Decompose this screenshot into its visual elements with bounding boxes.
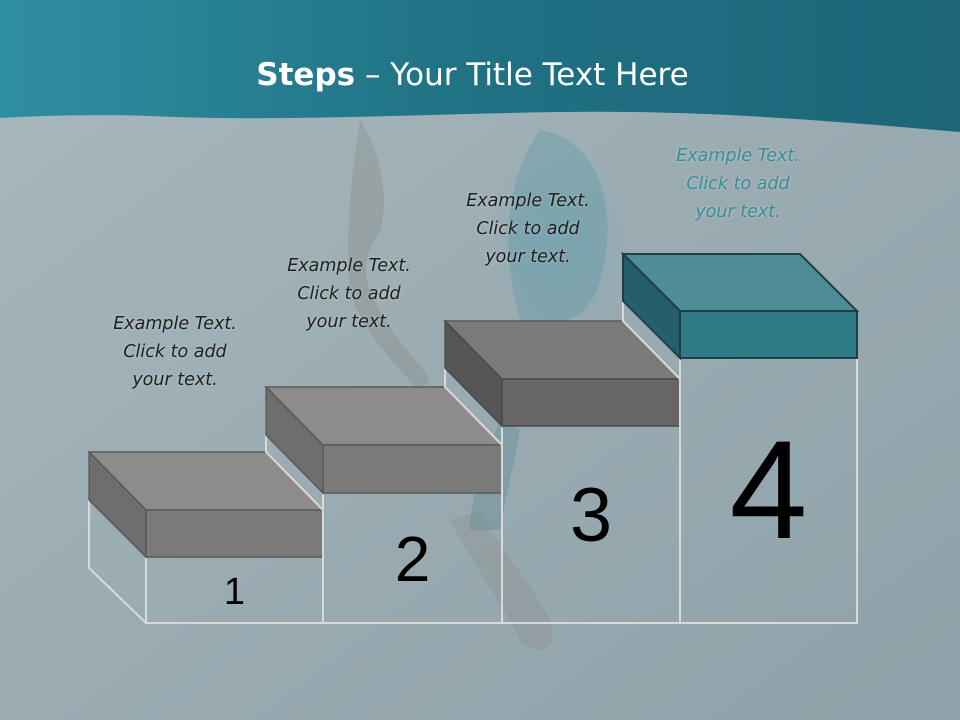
step-1-slab-front xyxy=(145,509,324,558)
step-1[interactable] xyxy=(87,449,325,626)
step-4[interactable] xyxy=(620,251,860,624)
step-2[interactable] xyxy=(264,384,504,624)
caption-line: Click to add xyxy=(686,174,790,194)
step-2-caption[interactable]: Example Text. Click to add your text. xyxy=(249,252,449,336)
background-figure xyxy=(348,120,630,651)
step-3-caption[interactable]: Example Text. Click to add your text. xyxy=(428,187,628,271)
caption-line: Example Text. xyxy=(287,256,411,276)
step-2-slab-front xyxy=(322,444,503,494)
caption-line: your text. xyxy=(132,370,218,390)
caption-line: your text. xyxy=(306,312,392,332)
caption-line: Example Text. xyxy=(113,314,237,334)
caption-line: Click to add xyxy=(297,284,401,304)
step-4-number: 4 xyxy=(729,411,808,568)
step-2-number: 2 xyxy=(394,523,431,595)
caption-line: Click to add xyxy=(476,219,580,239)
step-3-number: 3 xyxy=(569,473,613,558)
slide-title[interactable]: Steps – Your Title Text Here xyxy=(0,55,945,95)
caption-line: your text. xyxy=(485,247,571,267)
caption-line: Click to add xyxy=(123,342,227,362)
step-4-caption[interactable]: Example Text. Click to add your text. xyxy=(638,142,838,226)
step-4-slab-front xyxy=(679,310,858,359)
title-bold: Steps xyxy=(256,57,356,93)
step-1-number: 1 xyxy=(223,571,246,613)
title-text: – Your Title Text Here xyxy=(355,57,689,93)
caption-line: your text. xyxy=(695,202,781,222)
header-band xyxy=(0,0,960,132)
step-3-slab-front xyxy=(501,378,681,427)
caption-line: Example Text. xyxy=(676,146,800,166)
step-1-caption[interactable]: Example Text. Click to add your text. xyxy=(75,310,275,394)
caption-line: Example Text. xyxy=(466,191,590,211)
